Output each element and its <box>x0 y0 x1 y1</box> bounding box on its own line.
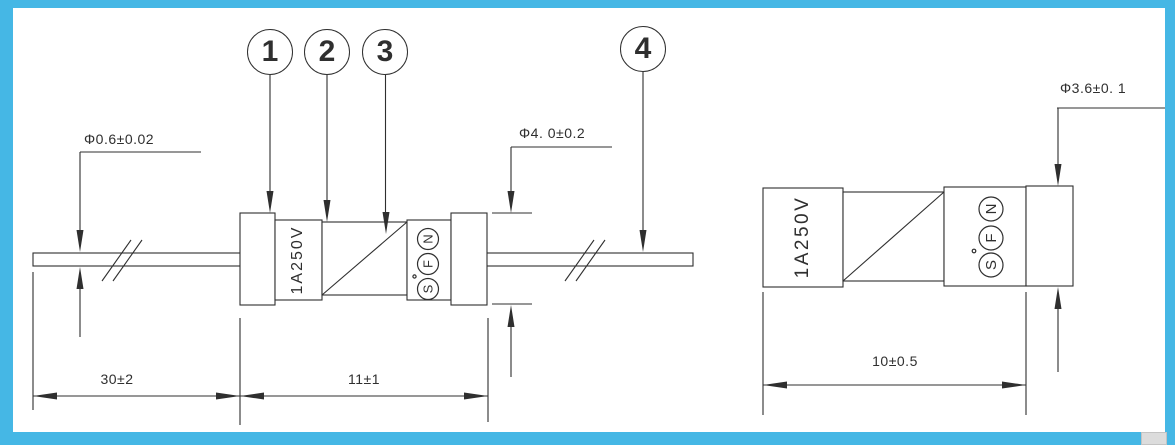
rating-label-side: 1A250V <box>792 195 813 279</box>
dim-side-body-length: 10±0.5 <box>872 353 918 369</box>
balloon-1-number: 1 <box>261 35 279 68</box>
cert-marks-main: N F S <box>412 227 440 301</box>
cert-marks-section-side <box>943 186 1027 287</box>
dim-side-length-lines <box>762 292 1027 415</box>
leader-arrow-2 <box>323 200 331 222</box>
leader-arrow-4 <box>639 230 647 252</box>
main-view: N F S <box>32 72 694 425</box>
break-mark <box>564 239 595 282</box>
fuse-element-diagonal <box>321 221 408 296</box>
balloon-2-number: 2 <box>318 35 336 68</box>
cert-marks-side: N F S <box>971 196 1004 278</box>
dim-length-lines <box>32 272 489 425</box>
cert-circle-f <box>978 225 1004 251</box>
cert-letter-f-icon: F <box>421 260 436 268</box>
fuse-element-diagonal-side <box>842 191 945 282</box>
drawing-linework: N F S <box>32 72 1165 425</box>
cert-letter-s-icon: S <box>983 260 1000 270</box>
drawing-sheet: N F S <box>13 8 1167 445</box>
rating-label-section <box>274 219 323 301</box>
break-mark <box>101 239 132 282</box>
cert-letter-s-icon: S <box>421 284 436 293</box>
end-cap-side <box>1025 185 1074 287</box>
leader-arrow-1 <box>266 191 274 213</box>
balloon-3: 3 <box>362 29 408 75</box>
cert-letter-f-icon: F <box>983 233 1000 242</box>
balloon-1: 1 <box>247 29 293 75</box>
dim-cap-diameter: Φ3.6±0. 1 <box>1060 80 1127 96</box>
balloon-3-number: 3 <box>376 35 394 68</box>
cert-circle-s <box>416 277 440 301</box>
small-ring-mark <box>412 274 417 279</box>
dim-body-diameter-lines <box>492 146 612 377</box>
leader-arrow-3 <box>382 212 390 234</box>
cert-circle-s <box>978 252 1004 278</box>
cert-letter-n-icon: N <box>983 204 1000 215</box>
cert-circle-f <box>416 252 440 276</box>
dim-main-body-length: 11±1 <box>347 371 381 387</box>
rating-label-section-side <box>762 187 844 288</box>
balloon-2: 2 <box>304 29 350 75</box>
right-lead-wire <box>481 239 694 282</box>
dim-body-diameter: Φ4. 0±0.2 <box>519 125 586 141</box>
balloon-leaders <box>266 72 647 252</box>
left-lead-wire <box>32 239 246 282</box>
cert-circle-n <box>978 196 1004 222</box>
cert-circle-n <box>416 227 440 251</box>
left-end-cap <box>239 212 276 306</box>
scrollbar-corner <box>1141 432 1167 445</box>
dim-lead-diameter: Φ0.6±0.02 <box>84 131 155 147</box>
cert-letter-n-icon: N <box>421 234 436 243</box>
break-mark <box>112 239 143 282</box>
rating-label-main: 1A250V <box>289 225 306 295</box>
balloon-4-number: 4 <box>634 32 652 65</box>
cert-marks-section <box>406 219 452 301</box>
dim-cap-diameter-lines <box>1054 107 1165 372</box>
balloon-4: 4 <box>620 26 666 72</box>
right-end-cap <box>450 212 488 306</box>
break-mark <box>575 239 606 282</box>
dim-lead-length: 30±2 <box>100 371 134 387</box>
side-view: N F S <box>762 107 1165 415</box>
dim-lead-diameter-lines <box>76 151 201 337</box>
small-ring-mark <box>971 248 977 254</box>
